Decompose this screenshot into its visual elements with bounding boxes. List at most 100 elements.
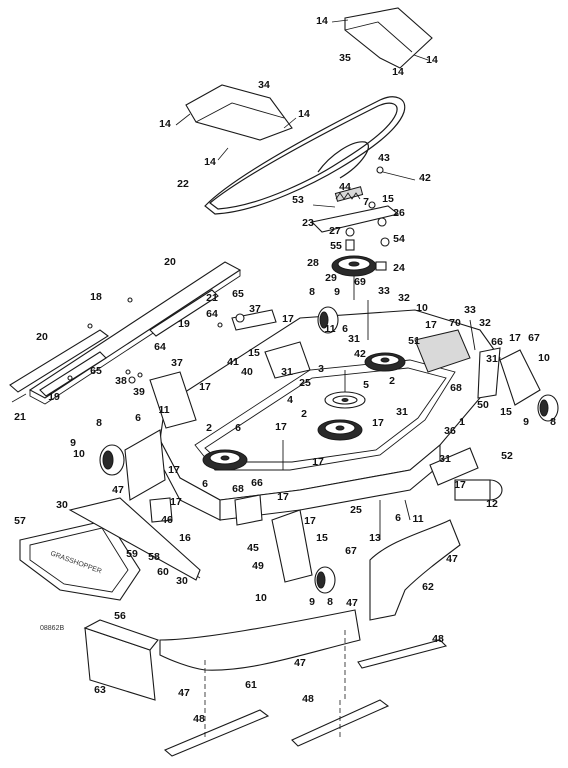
idler-assembly [310,166,416,300]
callout-49: 49 [252,560,264,572]
callout-17: 17 [372,417,384,429]
gauge-wheels [99,306,559,594]
callout-37: 37 [171,357,183,369]
callout-54: 54 [393,233,405,245]
callout-31: 31 [281,366,293,378]
callout-11: 11 [324,323,335,335]
callout-17: 17 [170,496,182,508]
baffle-rails [9,261,242,405]
callout-21: 21 [206,292,218,304]
callout-19: 19 [178,318,190,330]
callout-9: 9 [70,437,76,449]
callout-67: 67 [528,332,540,344]
callout-11: 11 [158,404,169,416]
callout-27: 27 [329,225,341,237]
callout-56: 56 [114,610,126,622]
callout-2: 2 [389,375,395,387]
callout-8: 8 [327,596,333,608]
mower-deck [159,309,501,521]
callout-55: 55 [330,240,342,252]
callout-6: 6 [395,512,401,524]
callout-10: 10 [416,302,428,314]
callout-8: 8 [96,417,102,429]
callout-1: 1 [459,416,465,428]
callout-23: 23 [302,217,314,229]
callout-14: 14 [204,156,216,168]
callout-57: 57 [14,515,26,527]
callout-59: 59 [126,548,138,560]
callout-66: 66 [491,336,503,348]
callout-58: 58 [148,551,160,563]
callout-20: 20 [164,256,176,268]
drive-belt [204,96,406,215]
callout-14: 14 [298,108,310,120]
callout-18: 18 [90,291,102,303]
callout-64: 64 [206,308,218,320]
callout-46: 46 [161,514,173,526]
callout-13: 13 [369,532,381,544]
callout-14: 14 [392,66,404,78]
callout-10: 10 [538,352,550,364]
mower-blades [163,630,448,757]
callout-47: 47 [178,687,190,699]
callout-12: 12 [486,498,498,510]
callout-47: 47 [446,553,458,565]
callout-30: 30 [176,575,188,587]
belt-cover-shield-left [175,84,297,161]
mounting-brackets [125,300,501,540]
callout-31: 31 [348,333,360,345]
callout-9: 9 [523,416,529,428]
callout-10: 10 [73,448,85,460]
callout-68: 68 [232,483,244,495]
callout-17: 17 [312,456,324,468]
lower-baffles [83,519,461,701]
spindle-pulleys [202,352,406,471]
callout-53: 53 [292,194,304,206]
callout-24: 24 [393,262,405,274]
discharge-chute: GRASSHOPPER [19,497,201,601]
callout-25: 25 [350,504,362,516]
callout-62: 62 [422,581,434,593]
callout-6: 6 [235,422,241,434]
callout-17: 17 [275,421,287,433]
callout-2: 2 [206,422,212,434]
belt-cover-shield-right [331,7,433,69]
callout-15: 15 [248,347,260,359]
callout-51: 51 [408,335,420,347]
callout-32: 32 [479,317,491,329]
callout-43: 43 [378,152,390,164]
callout-64: 64 [154,341,166,353]
callout-17: 17 [509,332,521,344]
callout-42: 42 [419,172,431,184]
callout-17: 17 [282,313,294,325]
callout-30: 30 [56,499,68,511]
callout-9: 9 [309,596,315,608]
callout-65: 65 [90,365,102,377]
callout-47: 47 [346,597,358,609]
callout-41: 41 [227,356,239,368]
callout-34: 34 [258,79,270,91]
callout-61: 61 [245,679,257,691]
callout-5: 5 [363,379,369,391]
callout-15: 15 [382,193,394,205]
callout-33: 33 [464,304,476,316]
callout-6: 6 [202,478,208,490]
callout-3: 3 [318,363,324,375]
callout-29: 29 [325,272,337,284]
callout-31: 31 [486,353,498,365]
callout-63: 63 [94,684,106,696]
callout-9: 9 [334,286,340,298]
callout-6: 6 [135,412,141,424]
callout-21: 21 [14,411,26,423]
callout-17: 17 [425,319,437,331]
callout-50: 50 [477,399,489,411]
callout-14: 14 [316,15,328,27]
callout-32: 32 [398,292,410,304]
callout-8: 8 [550,416,556,428]
callout-45: 45 [247,542,259,554]
callout-48: 48 [193,713,205,725]
callout-7: 7 [363,196,369,208]
callout-44: 44 [339,181,351,193]
